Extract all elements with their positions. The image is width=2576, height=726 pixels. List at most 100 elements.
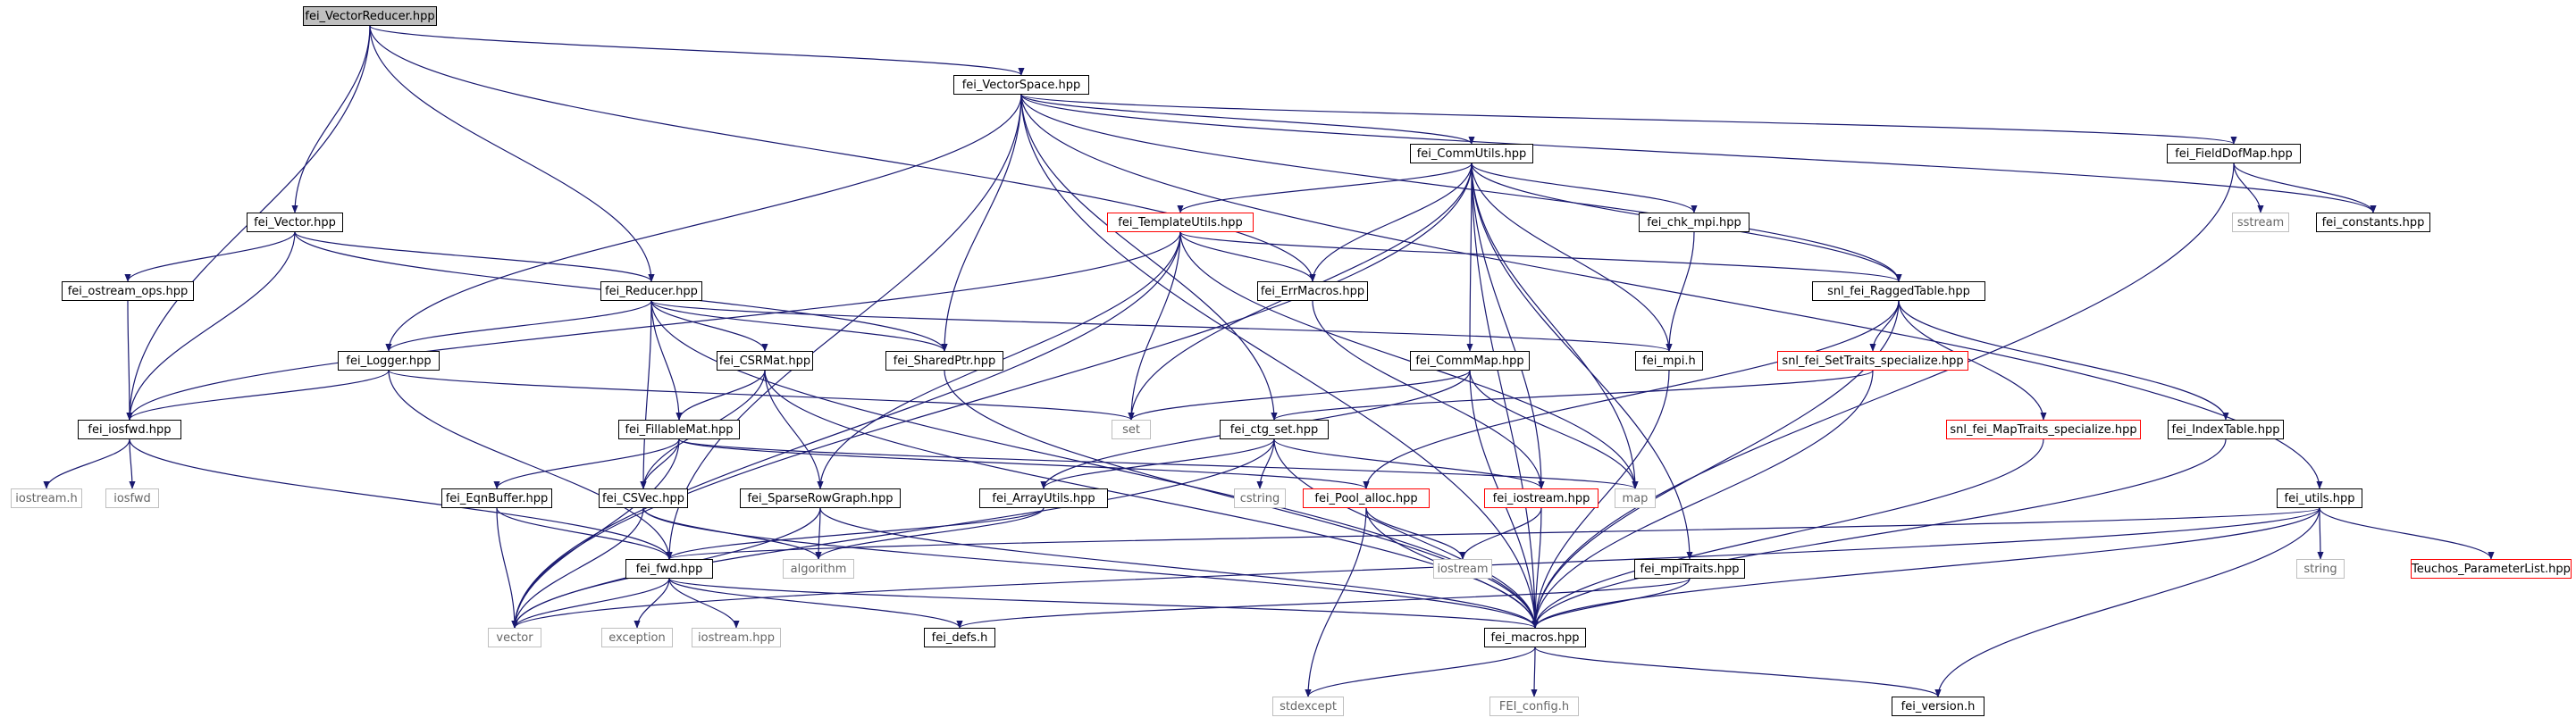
edge-arrayutils-to-algorithm [815,507,1045,560]
edge-reducer-to-macros [650,300,1539,629]
edge-templateutils-to-vector_std [511,231,1181,629]
node-fei-ostream-ops-hpp[interactable]: fei_ostream_ops.hpp [62,281,194,301]
edge-fillablemat-to-pool_alloc [678,438,1370,489]
edge-root-to-vectorspace [369,25,1025,76]
node-teuchos-parameterlist-hpp[interactable]: Teuchos_ParameterList.hpp [2411,559,2572,579]
node-fei-mpi-h[interactable]: fei_mpi.h [1635,351,1703,371]
edge-ostream_ops-to-iosfwd_hpp [126,300,133,421]
edge-reducer-to-logger [385,300,652,352]
node-fei-reducer-hpp[interactable]: fei_Reducer.hpp [600,281,702,301]
edge-macros-to-version [1534,647,1942,697]
node-fei-defs-h[interactable]: fei_defs.h [924,628,995,647]
edge-pool_alloc-to-iostream [1365,507,1466,560]
node-iostream-h: iostream.h [11,488,82,508]
node-fei-arrayutils-hpp[interactable]: fei_ArrayUtils.hpp [979,488,1108,508]
edge-fielddofmap-to-sstream [2233,163,2264,213]
edge-iosfwd_hpp-to-fwd [129,438,673,560]
node-stdexcept: stdexcept [1272,697,1344,716]
node-fei-vector-hpp[interactable]: fei_Vector.hpp [247,213,343,232]
node-fei-macros-hpp[interactable]: fei_macros.hpp [1484,628,1586,647]
node-string: string [2296,559,2345,579]
node-iosfwd: iosfwd [105,488,159,508]
edge-mpi_h-to-macros [1531,370,1670,629]
edge-logger-to-iosfwd_hpp [126,370,390,421]
node-fei-logger-hpp[interactable]: fei_Logger.hpp [338,351,440,371]
edge-fwd-to-vector_std [511,578,670,629]
node-fei-constants-hpp[interactable]: fei_constants.hpp [2316,213,2430,232]
node-fei-errmacros-hpp[interactable]: fei_ErrMacros.hpp [1257,281,1368,301]
edge-vectorspace-to-macros [1020,94,1539,629]
node-fei-mpitraits-hpp[interactable]: fei_mpiTraits.hpp [1634,559,1745,579]
edge-fillablemat-to-eqnbuffer [493,438,680,489]
edge-csvec-to-vector_std [511,507,644,629]
edge-logger-to-fwd [388,370,673,560]
node-fei-fwd-hpp[interactable]: fei_fwd.hpp [625,559,713,579]
node-fei-commmap-hpp[interactable]: fei_CommMap.hpp [1410,351,1530,371]
node-fei-fielddofmap-hpp[interactable]: fei_FieldDofMap.hpp [2167,144,2301,163]
node-fei-sharedptr-hpp[interactable]: fei_SharedPtr.hpp [885,351,1003,371]
node-snl-fei-maptraits-specialize-hpp[interactable]: snl_fei_MapTraits_specialize.hpp [1946,420,2141,439]
edge-iosfwd_hpp-to-iostream_h [43,438,130,489]
edge-reducer-to-csrmat [650,300,768,352]
node-vector: vector [488,628,541,647]
node-fei-sparserowgraph-hpp[interactable]: fei_SparseRowGraph.hpp [740,488,901,508]
node-fei-version-h[interactable]: fei_version.h [1892,697,1984,716]
node-fei-indextable-hpp[interactable]: fei_IndexTable.hpp [2168,420,2284,439]
node-fei-commutils-hpp[interactable]: fei_CommUtils.hpp [1410,144,1533,163]
edge-vectorspace-to-ctg_set [1020,94,1278,421]
node-snl-fei-raggedtable-hpp[interactable]: snl_fei_RaggedTable.hpp [1812,281,1985,301]
edge-commmap-to-map [1469,370,1639,489]
node-fei-ctg-set-hpp[interactable]: fei_ctg_set.hpp [1220,420,1329,439]
node-fei-fillablemat-hpp[interactable]: fei_FillableMat.hpp [618,420,740,439]
edge-utils-to-version [1934,507,2320,697]
node-snl-fei-settraits-specialize-hpp[interactable]: snl_fei_SetTraits_specialize.hpp [1777,351,1968,371]
edge-macros-to-stdexcept [1305,647,1536,697]
edge-commutils-to-errmacros [1309,163,1473,282]
node-fei-chk-mpi-hpp[interactable]: fei_chk_mpi.hpp [1639,213,1749,232]
edge-ctg_set-to-iostream_hpp [1273,438,1545,489]
edge-reducer-to-csvec [640,300,652,489]
edge-ctg_set-to-vector_std [511,438,1275,629]
edge-vector-to-iosfwd_hpp [126,231,296,421]
edge-raggedtable-to-macros [1531,300,1900,629]
edge-fillablemat-to-csvec [640,438,680,489]
edge-vector-to-reducer [294,231,655,282]
edge-settraits-to-macros [1531,370,1874,629]
edge-utils-to-teuchos [2319,507,2495,560]
node-fei-utils-hpp[interactable]: fei_utils.hpp [2277,488,2362,508]
edge-iosfwd_hpp-to-iosfwd [129,438,136,489]
edge-raggedtable-to-indextable [1898,300,2229,421]
node-fei-vectorreducer-hpp: fei_VectorReducer.hpp [303,6,437,26]
edge-vector-to-ostream_ops [124,231,296,282]
edge-fielddofmap-to-constants [2233,163,2377,213]
edge-ctg_set-to-arrayutils [1040,438,1275,489]
node-iostream: iostream [1433,559,1492,579]
edge-vectorspace-to-fwd [666,94,1022,560]
edge-fwd-to-macros [668,578,1539,629]
edge-vectorspace-to-raggedtable [1020,94,1902,282]
node-set: set [1112,420,1151,439]
node-fei-csvec-hpp[interactable]: fei_CSVec.hpp [599,488,688,508]
edge-vectorspace-to-sharedptr [941,94,1022,352]
node-iostream-hpp-std: iostream.hpp [692,628,781,647]
edge-vectorspace-to-constants [1020,94,2377,213]
edge-commutils-to-iostream_hpp [1471,163,1545,489]
node-cstring: cstring [1234,488,1286,508]
edge-eqnbuffer-to-vector_std [496,507,518,629]
node-fei-vectorspace-hpp[interactable]: fei_VectorSpace.hpp [953,75,1089,95]
node-fei-csrmat-hpp[interactable]: fei_CSRMat.hpp [717,351,813,371]
edge-commutils-to-templateutils [1177,163,1473,213]
edge-csrmat-to-sparserowgraph [764,370,824,489]
node-fei-templateutils-hpp[interactable]: fei_TemplateUtils.hpp [1107,213,1254,232]
edge-templateutils-to-errmacros [1179,231,1316,282]
edge-root-to-vector [291,25,371,213]
edge-commmap-to-set [1128,370,1471,421]
edge-ctg_set-to-macros [1273,438,1539,629]
node-fei-iostream-hpp[interactable]: fei_iostream.hpp [1484,488,1598,508]
node-fei-eqnbuffer-hpp[interactable]: fei_EqnBuffer.hpp [441,488,552,508]
edge-root-to-reducer [369,25,655,282]
node-fei-iosfwd-hpp[interactable]: fei_iosfwd.hpp [78,420,181,439]
node-fei-pool-alloc-hpp[interactable]: fei_Pool_alloc.hpp [1303,488,1430,508]
edge-commutils-to-mpitraits [1471,163,1693,560]
